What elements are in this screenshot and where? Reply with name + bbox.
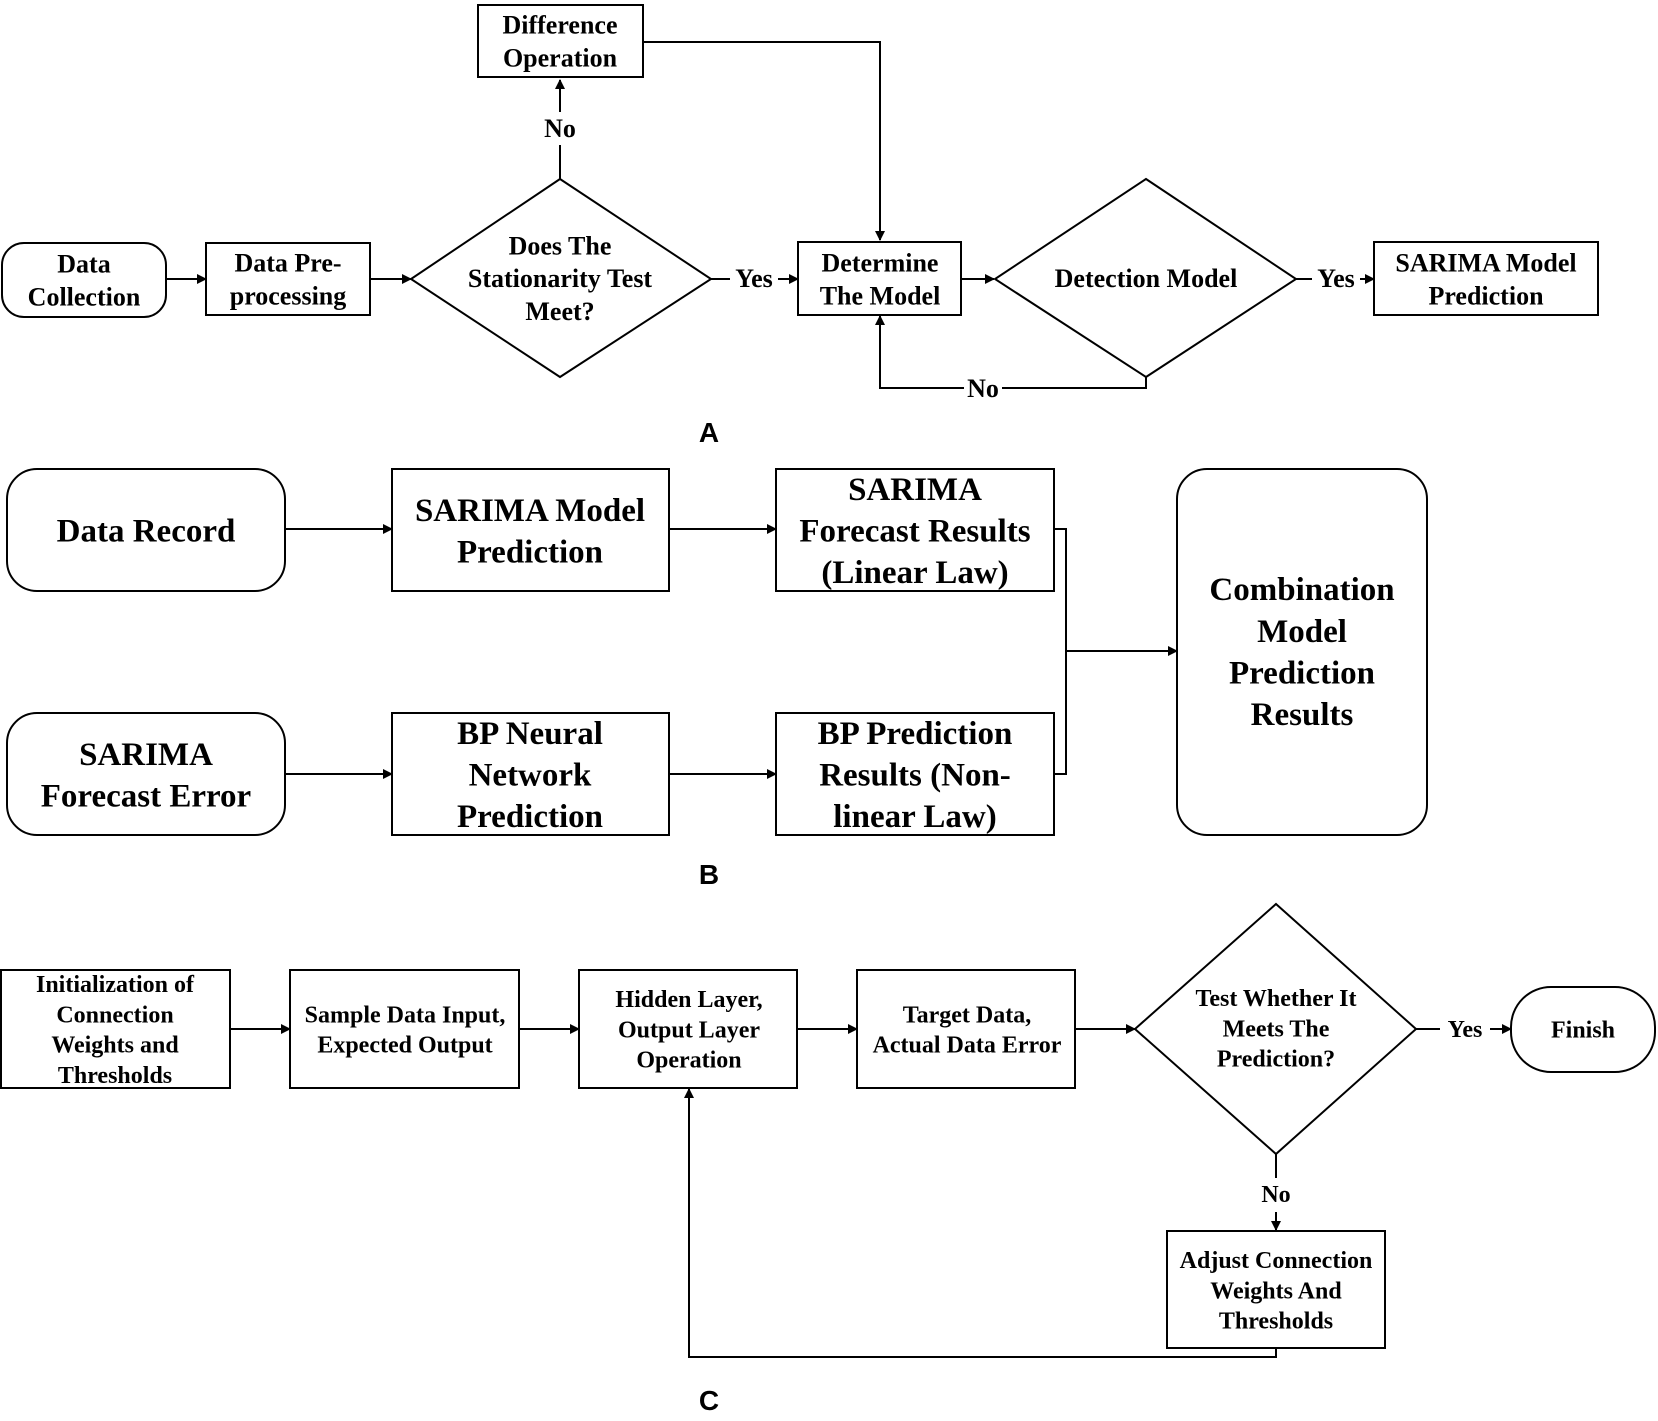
detection-model-decision xyxy=(993,177,1298,379)
panel-b-label: B xyxy=(699,859,719,890)
data-preprocessing-text: Data Pre-processing xyxy=(230,249,347,311)
finish-text: Finish xyxy=(1551,1017,1615,1043)
panel-a-label: A xyxy=(699,417,719,448)
label-yes-detection: Yes xyxy=(1317,264,1355,293)
test-prediction-decision xyxy=(1133,902,1418,1156)
data-record-node xyxy=(6,468,286,592)
arrow-detection-no-loop-right xyxy=(1002,377,1147,389)
initialization-node xyxy=(0,969,231,1089)
data-preprocessing-node xyxy=(205,242,371,316)
label-yes-finish: Yes xyxy=(1448,1017,1483,1043)
hidden-layer-node xyxy=(578,969,798,1089)
target-data-text: Target Data,Actual Data Error xyxy=(873,1002,1062,1058)
sample-data-node xyxy=(289,969,520,1089)
arrow-difference-to-determine xyxy=(643,41,885,241)
target-data-node xyxy=(856,969,1076,1089)
label-yes-stationarity: Yes xyxy=(735,264,773,293)
sarima-forecast-error-node xyxy=(6,712,286,836)
bracket-merge xyxy=(1054,528,1067,775)
bp-prediction-results-node xyxy=(775,712,1055,836)
determine-model-node xyxy=(797,241,962,316)
bp-neural-network-node xyxy=(391,712,670,836)
stationarity-test-decision xyxy=(409,177,713,379)
panel-c-label: C xyxy=(699,1385,719,1416)
arrow-detection-no-loop-left xyxy=(875,315,964,389)
data-record-text: Data Record xyxy=(57,514,236,550)
adjust-weights-node xyxy=(1166,1230,1386,1349)
sarima-model-prediction-node xyxy=(391,468,670,592)
combination-results-node xyxy=(1176,468,1428,836)
sarima-prediction-node xyxy=(1373,241,1599,316)
label-no-adjust: No xyxy=(1261,1182,1290,1208)
label-no-top: No xyxy=(544,114,576,143)
difference-operation-node xyxy=(477,4,644,78)
label-no-bottom: No xyxy=(967,374,999,403)
detection-model-text: Detection Model xyxy=(1055,264,1238,293)
arrow-adjust-to-hidden xyxy=(684,1088,1277,1358)
data-collection-node xyxy=(1,242,167,318)
finish-node xyxy=(1510,986,1656,1073)
sarima-forecast-results-node xyxy=(775,468,1055,592)
sample-data-text: Sample Data Input,Expected Output xyxy=(305,1002,506,1058)
